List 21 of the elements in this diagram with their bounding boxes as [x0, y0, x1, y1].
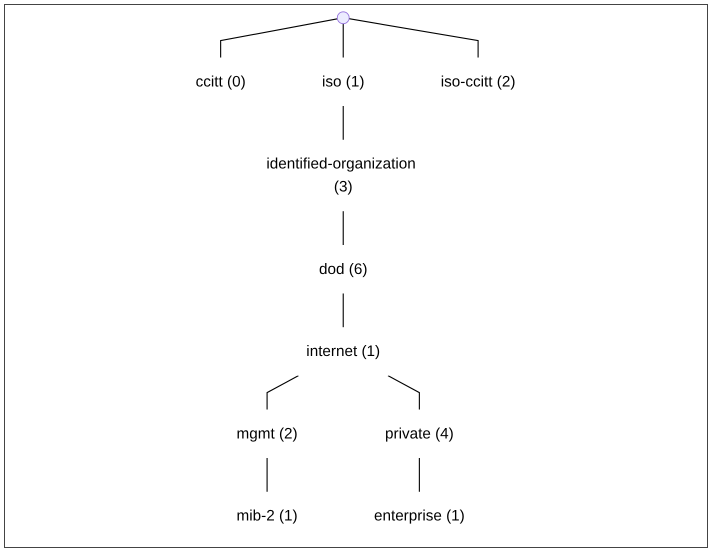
node-text: private (4) — [385, 424, 454, 442]
connector — [267, 375, 300, 410]
node-text: internet (1) — [306, 342, 381, 360]
connector — [343, 106, 344, 140]
connector — [349, 18, 480, 58]
node-text: iso-ccitt (2) — [441, 72, 516, 90]
connector — [267, 458, 268, 492]
connector — [343, 24, 344, 58]
node-text: dod (6) — [320, 260, 368, 278]
connector — [419, 458, 420, 492]
node-circle — [337, 11, 350, 24]
connector — [343, 211, 344, 246]
node-text: ccitt (0) — [196, 72, 246, 90]
connector — [388, 375, 420, 410]
node-text: iso (1) — [322, 72, 365, 90]
connector — [343, 293, 344, 328]
node-text: mgmt (2) — [237, 424, 298, 442]
connector — [220, 18, 338, 58]
node-text: identified-organization (3) — [266, 155, 416, 195]
node-text: mib-2 (1) — [237, 507, 298, 524]
node-text: enterprise (1) — [374, 507, 466, 524]
